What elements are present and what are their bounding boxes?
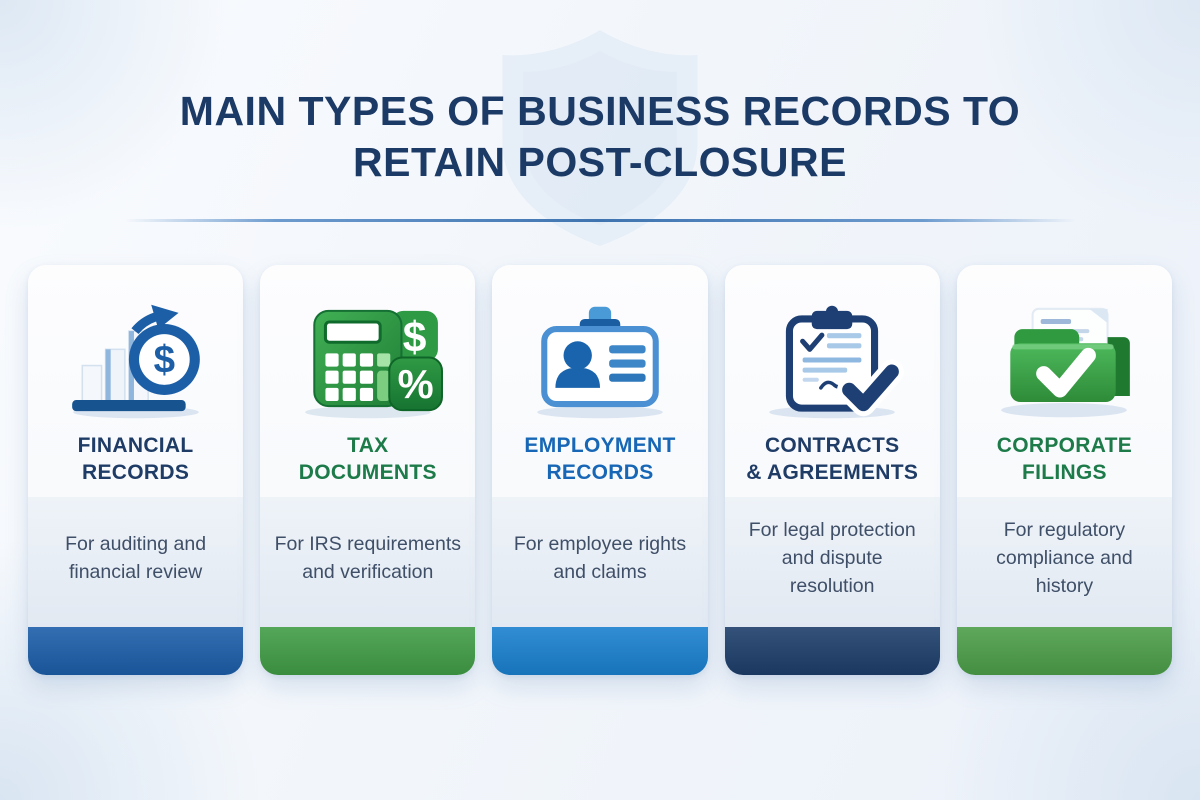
card-description: For auditing and financial review (28, 497, 244, 627)
clipboard-check-icon (725, 265, 940, 420)
card-description: For regulatory compliance and history (956, 497, 1173, 627)
card-title: CONTRACTS & AGREEMENTS (746, 433, 919, 484)
card-title: EMPLOYMENT RECORDS (524, 433, 676, 484)
svg-text:%: % (397, 361, 433, 407)
card-title: CORPORATE FILINGS (996, 433, 1133, 484)
card-contracts-agreements: CONTRACTS & AGREEMENTS For legal protect… (724, 265, 940, 675)
card-accent-bar (260, 627, 476, 675)
page-title: MAIN TYPES OF BUSINESS RECORDS TO RETAIN… (150, 86, 1050, 188)
card-title: TAX DOCUMENTS (298, 433, 437, 484)
cards-row: $ FINANCIAL RECORDS For auditing and fin… (28, 265, 1173, 675)
card-financial-records: $ FINANCIAL RECORDS For auditing and fin… (28, 265, 244, 675)
folder-check-icon (957, 265, 1172, 420)
card-accent-bar (956, 627, 1173, 675)
svg-text:$: $ (153, 339, 174, 382)
card-accent-bar (28, 627, 244, 675)
header-divider (125, 219, 1075, 222)
id-badge-icon (492, 265, 707, 420)
card-corporate-filings: CORPORATE FILINGS For regulatory complia… (956, 265, 1173, 675)
card-accent-bar (724, 627, 940, 675)
card-accent-bar (492, 627, 708, 675)
card-employment-records: EMPLOYMENT RECORDS For employee rights a… (492, 265, 708, 675)
card-title: FINANCIAL RECORDS (77, 433, 194, 484)
card-description: For IRS requirements and verification (260, 497, 476, 627)
card-tax-documents: $ % TAX DOCUMENTS For IRS requirements a… (260, 265, 476, 675)
page-title-line-2: RETAIN POST-CLOSURE (353, 139, 847, 185)
card-description: For legal protection and dispute resolut… (724, 497, 940, 627)
bar-chart-dollar-icon: $ (28, 265, 243, 420)
calculator-percent-icon: $ % (260, 265, 475, 420)
card-description: For employee rights and claims (492, 497, 708, 627)
svg-text:$: $ (403, 313, 427, 361)
page-title-line-1: MAIN TYPES OF BUSINESS RECORDS TO (179, 88, 1021, 134)
